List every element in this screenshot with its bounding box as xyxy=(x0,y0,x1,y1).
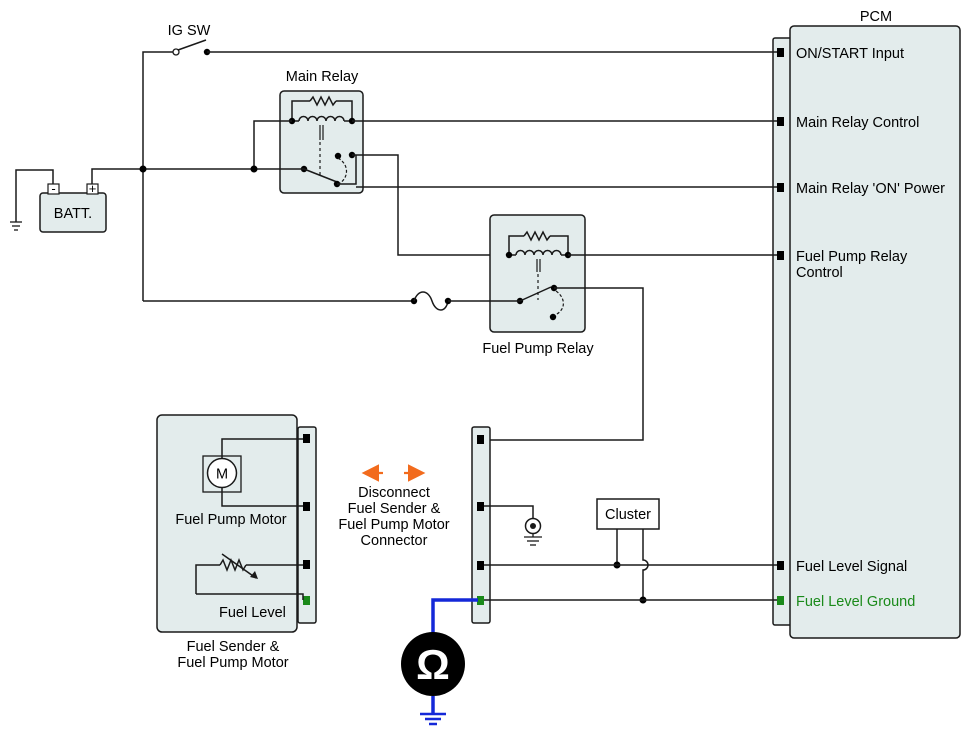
sender-caption-1: Fuel Sender & xyxy=(187,639,280,655)
ig-sw-label: IG SW xyxy=(168,23,211,39)
pcm-pin-fuel-level-signal xyxy=(777,561,784,570)
disconnect-line-2: Fuel Sender & xyxy=(348,501,441,517)
battery-neg-sign: - xyxy=(51,181,55,196)
fuel-pump-relay-label: Fuel Pump Relay xyxy=(482,341,594,357)
ohmmeter-icon xyxy=(401,632,465,696)
fuel-level-sender-icon xyxy=(195,553,303,594)
battery-label: BATT. xyxy=(54,206,92,222)
main-relay: Main Relay xyxy=(279,69,364,194)
pcm-pin-main-relay-control xyxy=(777,117,784,126)
pcm-label-fuel-pump-relay-control-2: Control xyxy=(796,265,843,281)
pcm-label-main-relay-control: Main Relay Control xyxy=(796,115,919,131)
disconnect-line-1: Disconnect xyxy=(358,485,430,501)
case-ground-icon xyxy=(524,517,542,546)
fuel-sender-module: M Fuel Pump Motor Fuel Level Fuel Sender… xyxy=(156,414,317,671)
battery-ground-icon xyxy=(10,221,22,231)
motor-symbol: M xyxy=(216,467,228,483)
harness-connector xyxy=(471,426,491,624)
fuel-pump-relay: Fuel Pump Relay xyxy=(482,214,594,357)
pcm-pin-fuel-level-ground xyxy=(777,596,784,605)
pcm-pin-fuel-pump-relay-control xyxy=(777,251,784,260)
battery: - + BATT. xyxy=(10,168,280,233)
pcm-pin-on-start xyxy=(777,48,784,57)
pcm-label-fuel-level-ground: Fuel Level Ground xyxy=(796,594,915,610)
disconnect-line-3: Fuel Pump Motor xyxy=(338,517,449,533)
fuel-level-label: Fuel Level xyxy=(219,605,286,621)
disconnect-note: Disconnect Fuel Sender & Fuel Pump Motor… xyxy=(338,464,450,549)
fuel-pump-motor-label: Fuel Pump Motor xyxy=(175,512,286,528)
ohmmeter-test-lead xyxy=(431,598,478,640)
ignition-switch: IG SW xyxy=(168,23,777,56)
pcm-pin-main-relay-on-power xyxy=(777,183,784,192)
ohmmeter-ground-icon xyxy=(420,712,446,726)
pcm-label-main-relay-on-power: Main Relay 'ON' Power xyxy=(796,181,945,197)
instrument-cluster: Cluster xyxy=(596,498,660,604)
disconnect-line-4: Connector xyxy=(361,533,428,549)
fuse-icon xyxy=(413,291,449,311)
pcm-label-fuel-level-signal: Fuel Level Signal xyxy=(796,559,907,575)
pcm-title: PCM xyxy=(860,9,892,25)
pcm-label-fuel-pump-relay-control-1: Fuel Pump Relay xyxy=(796,249,908,265)
battery-pos-sign: + xyxy=(89,181,97,196)
pcm-label-on-start: ON/START Input xyxy=(796,46,904,62)
fuel-pump-motor-icon: M xyxy=(202,455,242,493)
pcm-module: PCM xyxy=(772,9,961,639)
main-relay-label: Main Relay xyxy=(286,69,359,85)
sender-caption-2: Fuel Pump Motor xyxy=(177,655,288,671)
pcm-pin-labels: ON/START Input Main Relay Control Main R… xyxy=(796,46,945,610)
ohmmeter: Ω xyxy=(401,598,478,726)
cluster-label: Cluster xyxy=(605,507,651,523)
battery-body xyxy=(39,192,107,233)
pcm-pins xyxy=(777,48,784,605)
ohm-symbol: Ω xyxy=(416,641,450,688)
